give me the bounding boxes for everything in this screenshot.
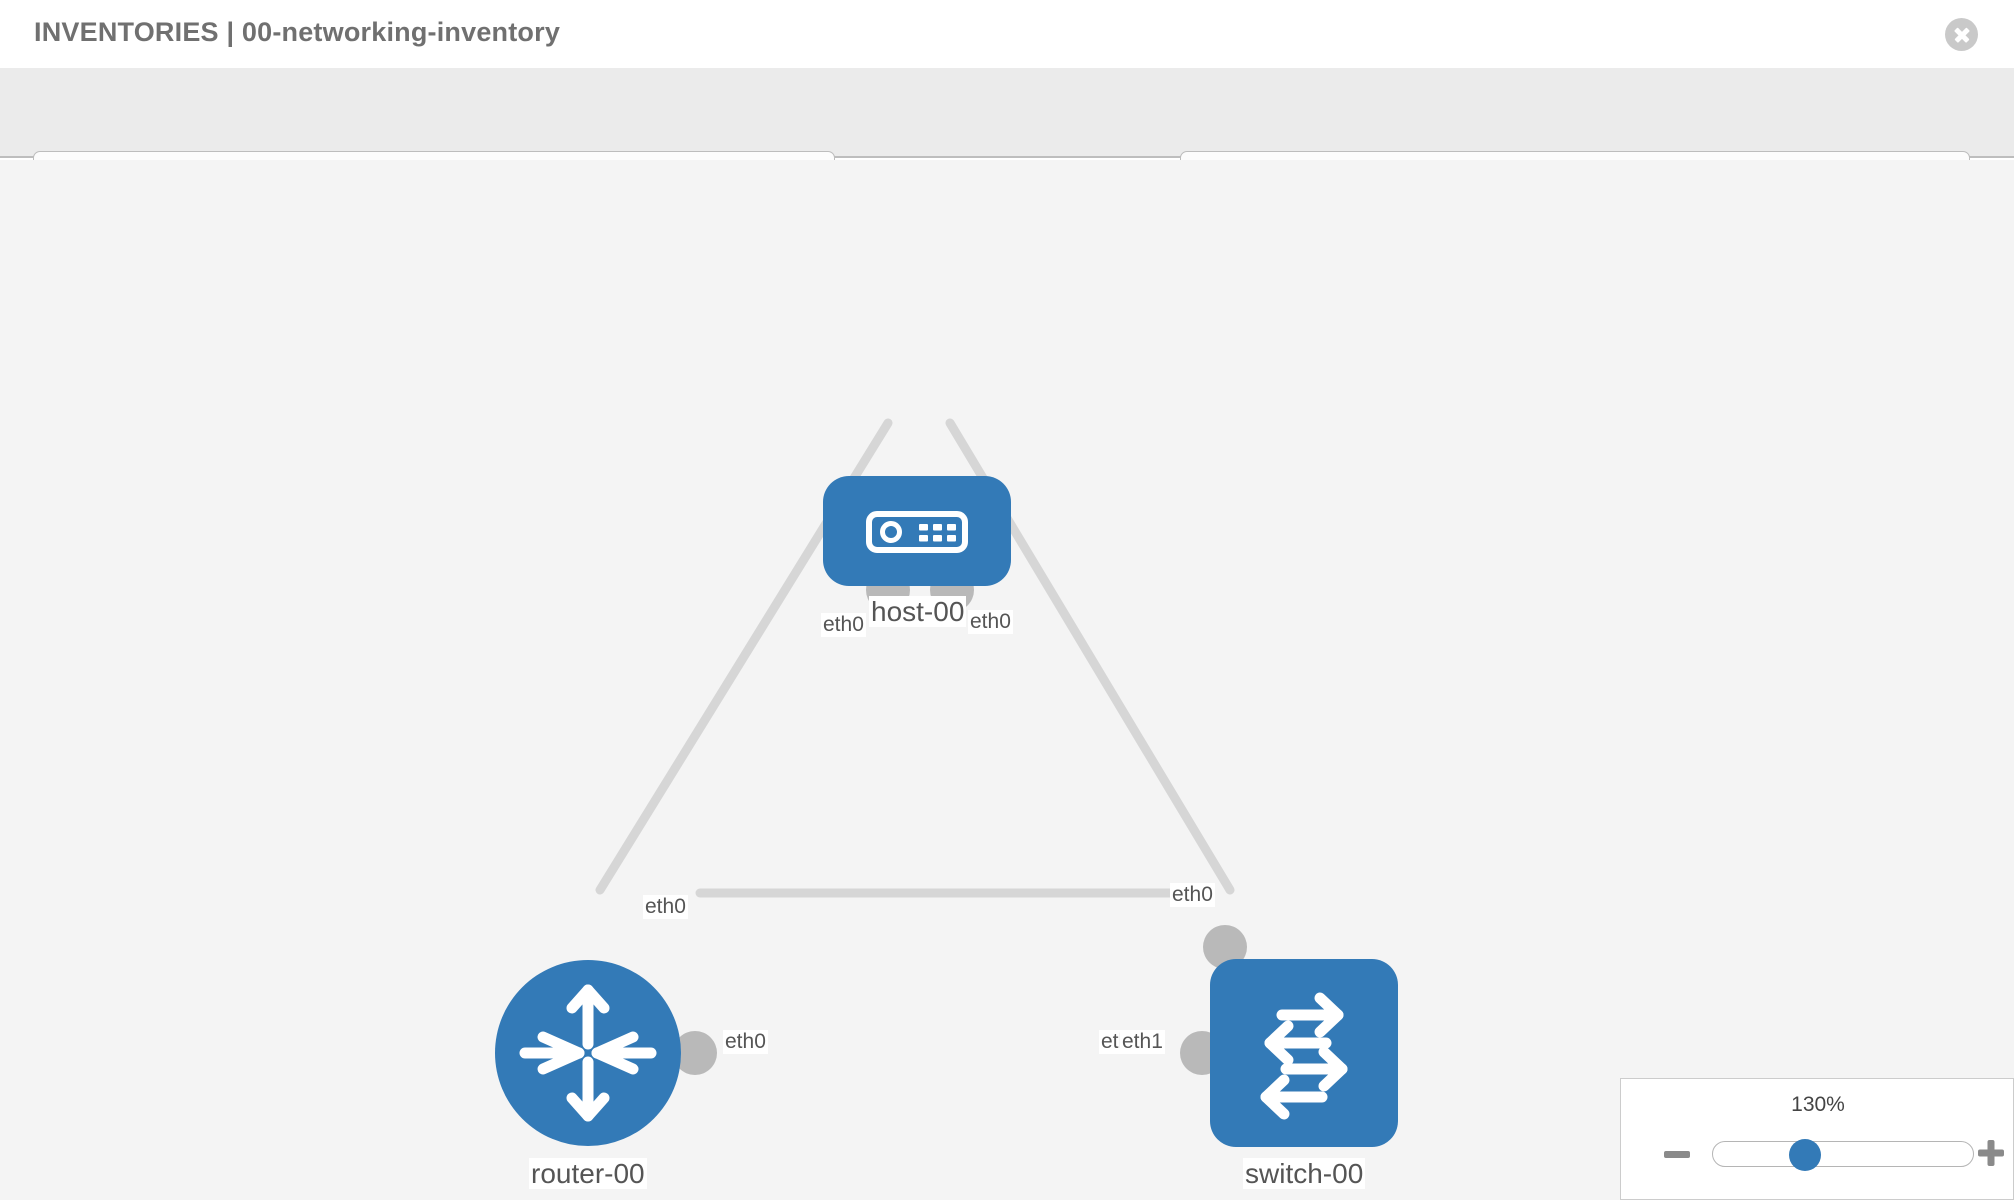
node-switch-00[interactable] xyxy=(1210,959,1398,1147)
zoom-slider-thumb[interactable] xyxy=(1789,1139,1821,1171)
toolbar: ACTIONS SEARCH xyxy=(0,68,2014,203)
zoom-out-button[interactable] xyxy=(1664,1151,1690,1158)
zoom-level-value: 130% xyxy=(1791,1093,1845,1116)
interface-label-host-right: eth0 xyxy=(968,610,1013,635)
node-label-host-00: host-00 xyxy=(869,596,967,628)
close-icon[interactable] xyxy=(1945,18,1978,51)
zoom-in-button[interactable] xyxy=(1976,1138,2006,1168)
node-host-00[interactable] xyxy=(823,476,1011,586)
node-label-router-00: router-00 xyxy=(529,1158,647,1190)
interface-label-host-left: eth0 xyxy=(821,613,866,638)
interface-label-switch-eth1: eth1 xyxy=(1120,1030,1165,1055)
interface-label-router-eth0: eth0 xyxy=(723,1030,768,1055)
zoom-control-panel: 130% xyxy=(1620,1078,2014,1200)
interface-label-switch-host-link: eth0 xyxy=(1170,883,1215,908)
page-title: INVENTORIES | 00-networking-inventory xyxy=(34,17,561,47)
node-label-switch-00: switch-00 xyxy=(1243,1158,1366,1190)
topology-canvas[interactable]: host-00 router-00 switch-00 eth0 eth0 et… xyxy=(0,160,2014,1200)
topology-links xyxy=(595,418,1235,898)
interface-label-router-host-link: eth0 xyxy=(643,895,688,920)
router-arrows-icon xyxy=(519,984,657,1122)
server-icon xyxy=(866,511,968,553)
node-router-00[interactable] xyxy=(495,960,681,1146)
page-header: INVENTORIES | 00-networking-inventory xyxy=(0,0,2014,68)
zoom-slider-track[interactable] xyxy=(1712,1141,1974,1167)
switch-arrows-icon xyxy=(1260,992,1348,1120)
